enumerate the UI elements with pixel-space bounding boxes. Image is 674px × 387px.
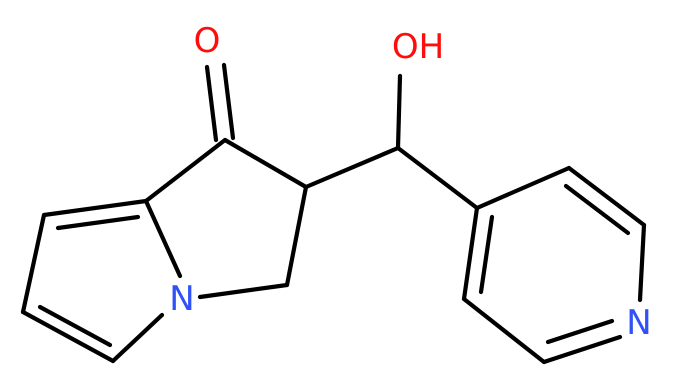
bond-py-c5-c4-inner <box>478 214 495 295</box>
bond-c6-c5-inner <box>37 304 113 348</box>
bond-cmethine-pyridine <box>395 145 480 211</box>
nitrogen-pyrrole-label: N <box>169 279 194 319</box>
bond-py-n-c6 <box>541 334 623 365</box>
bond-py-n-c6-inner <box>545 318 615 345</box>
bond-c6-c5 <box>20 309 116 364</box>
bond-c2-cmethine <box>303 145 401 190</box>
bonds <box>20 62 647 365</box>
bond-cmethine-oh <box>395 73 403 151</box>
bond-py-c4-c3 <box>474 165 572 211</box>
bond-py-c6-c5 <box>461 296 547 365</box>
bond-c1-o-b <box>221 62 236 141</box>
bond-n4-c3 <box>197 282 290 300</box>
bond-py-c3-c2-inner <box>563 183 631 236</box>
bond-py-c5-c4 <box>461 205 480 302</box>
bond-py-c3-c2 <box>566 165 647 228</box>
bond-c7a-c7 <box>41 198 149 218</box>
bond-c7a-c7-inner <box>55 214 141 231</box>
bond-c5-n4 <box>110 312 165 364</box>
bond-c2-c1 <box>222 137 309 190</box>
oxygen-ketone-label: O <box>194 21 221 61</box>
nitrogen-pyridine-label: N <box>626 303 651 343</box>
bond-c1-o-a <box>204 64 219 143</box>
bond-py-c2-n <box>637 222 647 303</box>
bond-n4-c7a <box>143 198 183 279</box>
bond-c7-c6 <box>20 212 47 315</box>
hydroxyl-label: OH <box>392 27 444 67</box>
bond-c7a-c1 <box>143 137 228 204</box>
bond-c3-c2 <box>284 184 309 288</box>
